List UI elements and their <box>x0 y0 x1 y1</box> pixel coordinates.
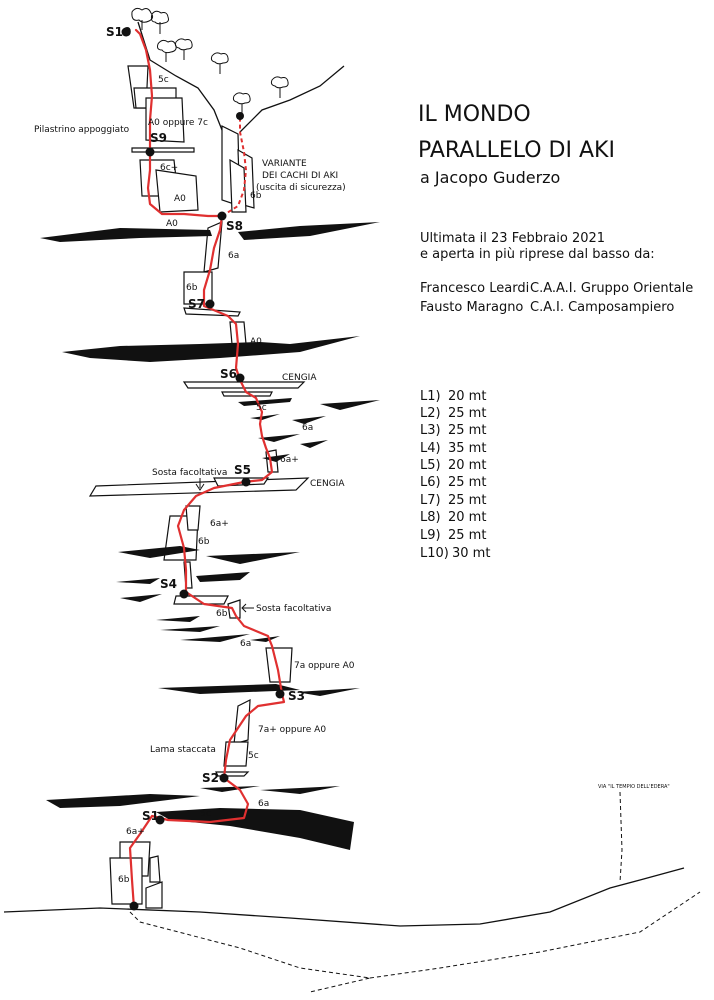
pitch-length: 25 mt <box>448 423 486 438</box>
opened-by: e aperta in più riprese dal basso da: <box>420 247 655 262</box>
pitch-id: L10) <box>420 546 449 561</box>
grade-label: A0 <box>250 337 262 347</box>
station-dot <box>179 589 189 599</box>
tempio-route-line <box>619 791 623 883</box>
pitch-id: L6) <box>420 475 441 490</box>
sosta-facoltativa-lower-label: Sosta facoltativa <box>256 604 331 614</box>
grade-label: 6c+ <box>160 163 178 173</box>
station-dot <box>275 689 285 699</box>
pitch-id: L3) <box>420 423 441 438</box>
pitch-length: 20 mt <box>448 458 486 473</box>
grade-label: 6b <box>250 191 262 201</box>
grade-label: 7a+ oppure A0 <box>258 725 326 735</box>
grade-label: 7a oppure A0 <box>294 661 355 671</box>
station-label: S3 <box>288 689 305 703</box>
pitch-length: 35 mt <box>448 441 486 456</box>
summit-ridge-right <box>239 65 345 133</box>
station-dot <box>219 773 229 783</box>
sosta-facoltativa-upper-label: Sosta facoltativa <box>152 468 227 478</box>
grade-label: A0 <box>174 194 186 204</box>
grade-label: 6b <box>198 537 210 547</box>
start-dot <box>129 901 139 911</box>
station-label: S10 <box>106 25 131 39</box>
station-label: S6 <box>220 367 237 381</box>
grade-label: 6a+ <box>126 827 145 837</box>
grade-label: 6b <box>118 875 130 885</box>
pitch-length: 30 mt <box>452 546 490 561</box>
station-label: S2 <box>202 771 219 785</box>
grade-label: 6a <box>240 639 251 649</box>
station-dot <box>121 27 131 37</box>
station-label: S7 <box>188 297 205 311</box>
station-label: S8 <box>226 219 243 233</box>
pitch-length: 25 mt <box>448 406 486 421</box>
variant-route-line <box>221 118 248 217</box>
climber-name-1: Francesco Leardi <box>420 281 529 296</box>
title-line-1: IL MONDO <box>418 102 531 127</box>
station-dot <box>145 147 155 157</box>
grade-label: 6b <box>186 283 198 293</box>
cengia-lower-label: CENGIA <box>310 479 345 489</box>
grade-label: A0 <box>166 219 178 229</box>
pitch-list: L1) 20 mt L2) 25 mt L3) 25 mt L4) 35 mt … <box>420 389 490 561</box>
grade-label: 5c <box>158 75 169 85</box>
variant-label-3: (uscita di sicurezza) <box>256 183 346 193</box>
arrow-down-icon <box>195 478 205 491</box>
ground-line <box>3 867 685 927</box>
grade-label: 6a+ <box>280 455 299 465</box>
station-label: S5 <box>234 463 251 477</box>
climber-name-2: Fausto Maragno <box>420 300 523 315</box>
author: a Jacopo Guderzo <box>420 168 560 187</box>
station-label: S1 <box>142 809 159 823</box>
pitch-id: L8) <box>420 510 441 525</box>
lama-staccata-label: Lama staccata <box>150 745 216 755</box>
variant-label-2: DEI CACHI DI AKI <box>262 171 338 181</box>
variant-label-1: VARIANTE <box>262 159 307 169</box>
tree-icon <box>131 7 289 114</box>
via-tempio-label: VIA "IL TEMPIO DELL'EDERA" <box>598 784 670 790</box>
arrow-left-icon <box>241 603 254 613</box>
pitch-id: L9) <box>420 528 441 543</box>
climber-club-1: C.A.A.I. Gruppo Orientale <box>530 281 693 296</box>
station-dot <box>205 299 215 309</box>
pitch-length: 20 mt <box>448 389 486 404</box>
pitch-length: 25 mt <box>448 528 486 543</box>
grade-label: 6a <box>258 799 269 809</box>
pilastrino-label: Pilastrino appoggiato <box>34 125 130 135</box>
pitch-id: L4) <box>420 441 441 456</box>
side-path <box>369 891 701 979</box>
station-dot <box>217 211 227 221</box>
grade-label: 6a+ <box>210 519 229 529</box>
station-dot <box>155 815 165 825</box>
ledges <box>40 222 380 850</box>
completed-date: Ultimata il 23 Febbraio 2021 <box>420 231 605 246</box>
variant-exit-dot <box>236 112 244 120</box>
stations: S10 S9 S8 S7 S6 S5 S4 S3 S2 S1 <box>106 25 305 911</box>
station-label: S4 <box>160 577 177 591</box>
grade-label: 6a <box>302 423 313 433</box>
grade-label: 5c <box>256 403 267 413</box>
grade-labels: 5c A0 oppure 7c 6c+ A0 A0 6b 6a 6b A0 5c… <box>118 75 355 885</box>
climber-club-2: C.A.I. Camposampiero <box>530 300 674 315</box>
pitch-id: L1) <box>420 389 441 404</box>
station-dot <box>241 477 251 487</box>
pitch-id: L2) <box>420 406 441 421</box>
pitch-length: 25 mt <box>448 475 486 490</box>
grade-label: 5c <box>200 809 211 819</box>
pitch-length: 20 mt <box>448 510 486 525</box>
grade-label: 6b <box>216 609 228 619</box>
station-dot <box>235 373 245 383</box>
approach-path <box>129 911 371 993</box>
cengia-upper-label: CENGIA <box>282 373 317 383</box>
grade-label: 5c <box>248 751 259 761</box>
pitch-id: L5) <box>420 458 441 473</box>
pitch-length: 25 mt <box>448 493 486 508</box>
title-line-2: PARALLELO DI AKI <box>418 138 615 163</box>
station-label: S9 <box>150 131 167 145</box>
pitch-id: L7) <box>420 493 441 508</box>
grade-label: 6a <box>228 251 239 261</box>
grade-label: A0 oppure 7c <box>148 118 208 128</box>
